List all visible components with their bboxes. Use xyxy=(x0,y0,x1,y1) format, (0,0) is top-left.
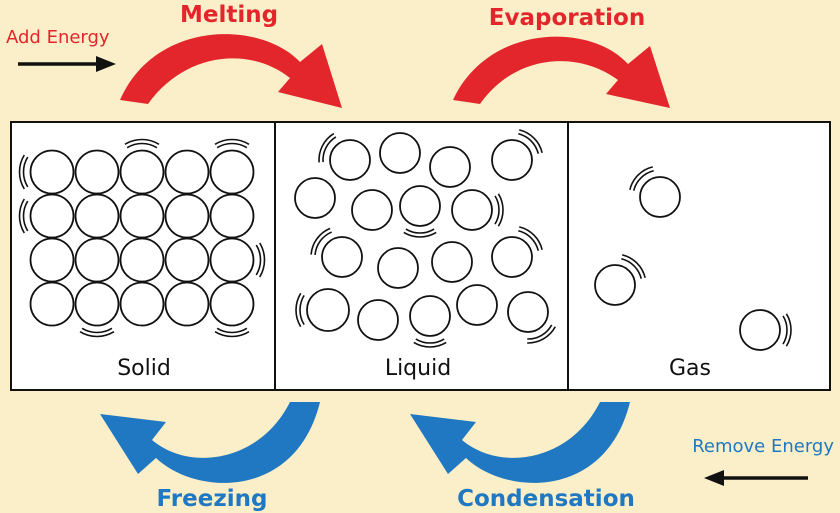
freezing-label: Freezing xyxy=(157,486,268,512)
vibration-mark xyxy=(22,200,29,232)
vibration-mark xyxy=(126,142,158,149)
particle xyxy=(119,237,165,283)
vibration-mark xyxy=(310,227,331,255)
vibration-mark xyxy=(318,132,335,163)
particle xyxy=(431,241,473,283)
vibration-mark xyxy=(527,324,553,340)
vibration-mark xyxy=(322,136,337,163)
particle xyxy=(329,139,371,181)
solid-label: Solid xyxy=(117,356,171,381)
vibration-mark xyxy=(214,138,250,145)
vibration-mark xyxy=(81,327,113,334)
particle xyxy=(594,264,636,306)
particle xyxy=(409,295,451,337)
particle xyxy=(74,281,120,327)
melting-arrow-icon xyxy=(120,34,342,108)
particle xyxy=(209,149,255,195)
particle xyxy=(456,284,498,326)
evaporation-arrow-icon xyxy=(453,36,670,109)
vibration-mark xyxy=(632,169,654,191)
particle xyxy=(164,149,210,195)
vibration-mark xyxy=(403,231,437,238)
particle xyxy=(29,237,75,283)
liquid-particles xyxy=(294,129,556,348)
particle xyxy=(29,149,75,195)
vibration-mark xyxy=(214,331,250,338)
particle xyxy=(377,247,419,289)
remove-energy-arrow-icon xyxy=(704,470,724,486)
particle xyxy=(209,237,255,283)
particle xyxy=(306,288,350,332)
particle xyxy=(119,281,165,327)
add-energy-arrow-icon xyxy=(96,56,116,72)
particle xyxy=(209,193,255,239)
vibration-mark xyxy=(621,257,643,279)
particle xyxy=(29,193,75,239)
vibration-mark xyxy=(18,198,25,234)
vibration-mark xyxy=(405,228,435,234)
vibration-mark xyxy=(629,166,653,190)
vibration-mark xyxy=(216,142,248,149)
solid-particles xyxy=(18,138,266,338)
vibration-mark xyxy=(518,132,540,154)
gas-label: Gas xyxy=(669,356,711,381)
particle xyxy=(357,299,399,341)
particle xyxy=(351,189,393,231)
vibration-mark xyxy=(519,129,543,153)
remove-energy-label: Remove Energy xyxy=(692,436,834,457)
liquid-label: Liquid xyxy=(385,356,451,381)
vibration-mark xyxy=(299,294,305,326)
particle xyxy=(29,281,75,327)
vibration-mark xyxy=(622,254,646,278)
particle xyxy=(379,132,421,174)
particle xyxy=(119,193,165,239)
vibration-mark xyxy=(413,341,447,348)
particle xyxy=(399,185,441,227)
vibration-mark xyxy=(295,292,302,328)
melting-label: Melting xyxy=(180,2,278,28)
particle xyxy=(74,193,120,239)
particle xyxy=(164,281,210,327)
particle xyxy=(507,291,549,333)
particle xyxy=(429,146,471,188)
vibration-mark xyxy=(22,156,29,188)
vibration-mark xyxy=(518,229,540,251)
particle xyxy=(74,149,120,195)
particle xyxy=(164,193,210,239)
particle xyxy=(74,237,120,283)
vibration-mark xyxy=(782,315,788,345)
vibration-mark xyxy=(527,326,556,344)
vibration-mark xyxy=(124,138,160,145)
add-energy-label: Add Energy xyxy=(6,27,110,48)
vibration-mark xyxy=(18,154,25,190)
particle xyxy=(209,281,255,327)
particle xyxy=(491,236,533,278)
vibration-mark xyxy=(494,195,500,225)
vibration-mark xyxy=(255,244,262,276)
evaporation-label: Evaporation xyxy=(489,5,645,31)
particle xyxy=(451,189,493,231)
vibration-mark xyxy=(785,313,792,347)
particle xyxy=(119,149,165,195)
gas-box xyxy=(567,121,831,391)
particle xyxy=(491,139,533,181)
vibration-mark xyxy=(519,226,543,250)
vibration-mark xyxy=(216,327,248,334)
condensation-arrow-icon xyxy=(410,402,630,483)
gas-particles xyxy=(594,166,792,351)
particle xyxy=(739,309,781,351)
particle xyxy=(321,236,363,278)
condensation-label: Condensation xyxy=(457,486,635,512)
particle xyxy=(164,237,210,283)
vibration-mark xyxy=(415,338,445,344)
vibration-mark xyxy=(79,331,115,338)
particle xyxy=(639,176,681,218)
vibration-mark xyxy=(497,193,504,227)
vibration-mark xyxy=(259,242,266,278)
freezing-arrow-icon xyxy=(100,402,320,483)
vibration-mark xyxy=(314,231,333,255)
particle xyxy=(294,177,336,219)
